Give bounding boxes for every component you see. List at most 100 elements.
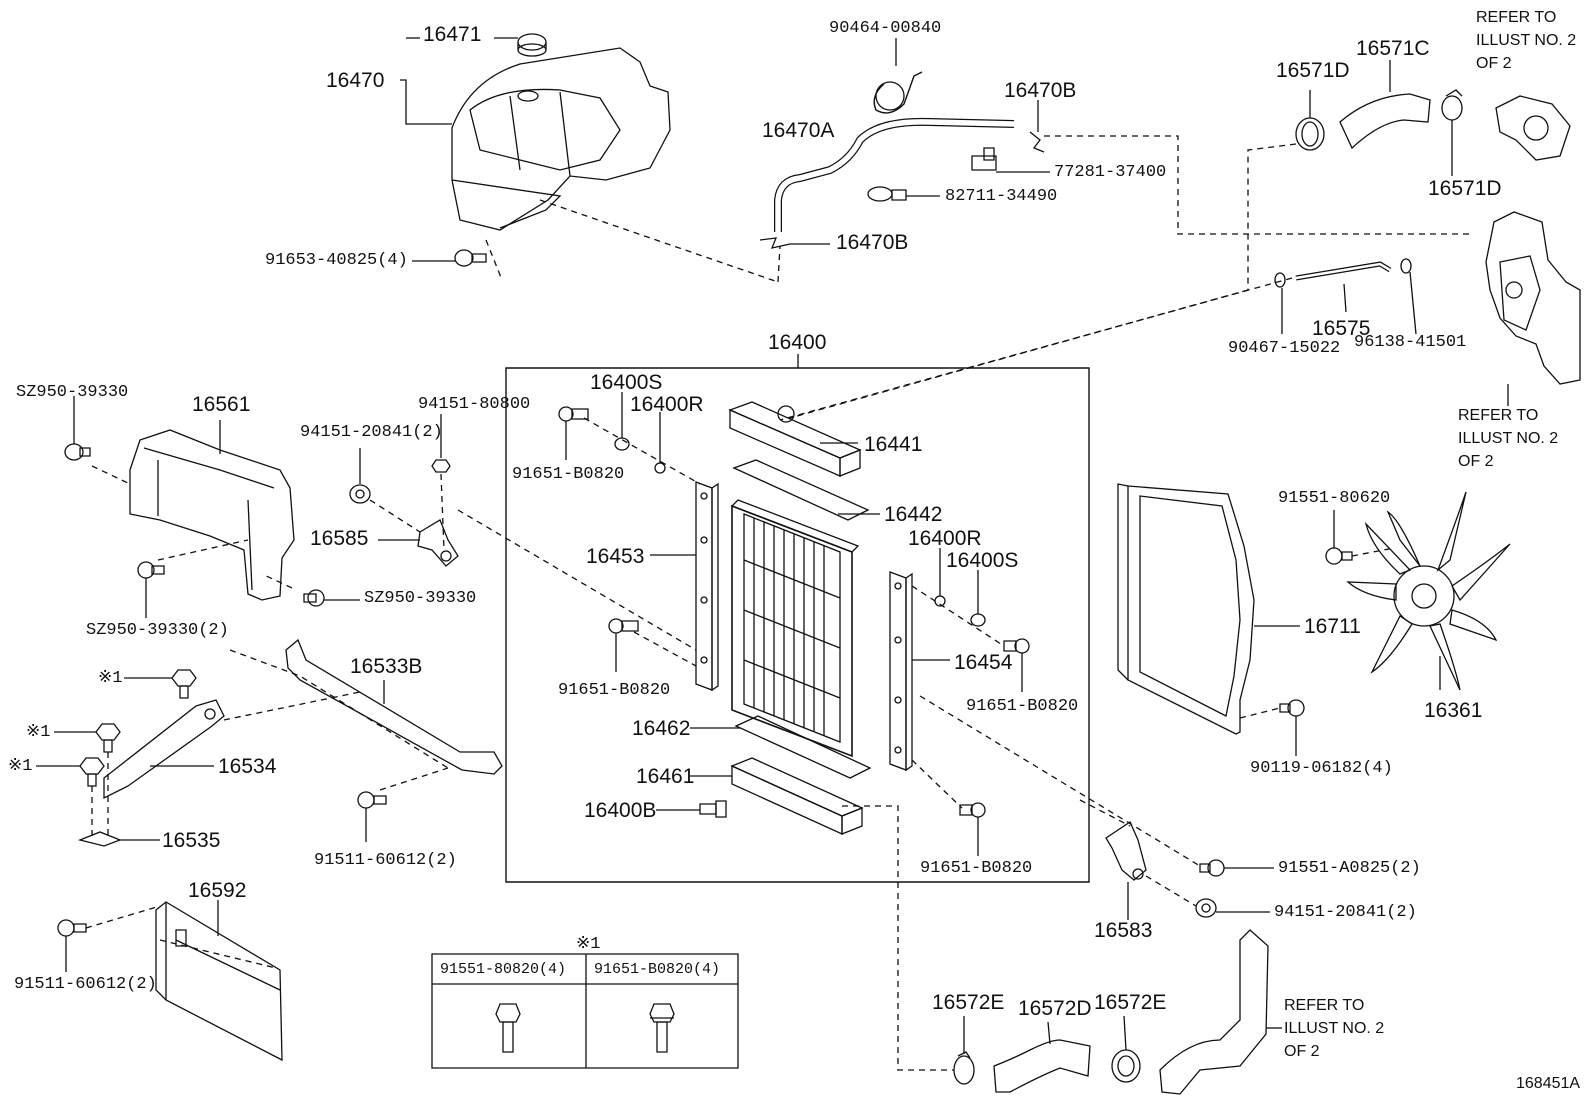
label-91511-60612-b: 91511-60612(2) <box>14 975 157 994</box>
label-16461: 16461 <box>636 765 695 788</box>
water-inlet-housing <box>1486 212 1580 384</box>
note-bolt-a <box>496 1004 520 1052</box>
label-82711-34490: 82711-34490 <box>945 187 1058 206</box>
label-94151-80800: 94151-80800 <box>418 395 531 414</box>
clamp-16571D-b <box>1442 90 1462 120</box>
clamp-16470B-a <box>1030 132 1044 152</box>
bracket-16583 <box>1106 822 1146 880</box>
hose-16572D <box>994 1040 1090 1092</box>
label-sz950-39330-c: SZ950-39330(2) <box>86 621 229 640</box>
shield-16592 <box>156 902 282 1060</box>
refer-note-top: REFER TO ILLUST NO. 2 OF 2 <box>1476 9 1577 72</box>
bolt-91653-40825 <box>455 250 486 266</box>
lower-tank-16461 <box>732 758 862 834</box>
label-16571C: 16571C <box>1356 37 1430 60</box>
label-91651-b0820-a: 91651-B0820 <box>512 465 625 484</box>
label-16533B: 16533B <box>350 655 423 678</box>
label-16585: 16585 <box>310 527 369 550</box>
bolt-91511-60612-a <box>358 792 386 808</box>
gasket-16462 <box>736 716 870 778</box>
label-16711: 16711 <box>1304 615 1361 638</box>
label-91511-60612-a: 91511-60612(2) <box>314 851 457 870</box>
bolt-91651-b0820-b <box>609 619 638 633</box>
fan-shroud-16711 <box>1118 484 1254 734</box>
label-16453: 16453 <box>586 545 645 568</box>
label-16400S-a: 16400S <box>590 371 663 394</box>
label-91551-a0825: 91551-A0825(2) <box>1278 859 1421 878</box>
label-16462: 16462 <box>632 717 691 740</box>
leader-16470 <box>400 80 452 124</box>
ring-16400R-a <box>655 463 665 473</box>
drain-plug-16400B <box>700 801 726 817</box>
nut-94151-20841-c <box>1196 899 1216 917</box>
refer-note-bottom: REFER TO ILLUST NO. 2 OF 2 <box>1284 997 1385 1060</box>
label-16470A: 16470A <box>762 119 835 142</box>
label-91651-b0820-d: 91651-B0820 <box>920 859 1033 878</box>
clip-96138 <box>1401 259 1411 273</box>
bolt-90119 <box>1280 700 1304 716</box>
bolt-91651-b0820-d <box>960 803 985 817</box>
side-plate-16454 <box>890 572 912 770</box>
label-16583: 16583 <box>1094 919 1153 942</box>
label-16441: 16441 <box>864 433 923 456</box>
label-16534: 16534 <box>218 755 277 778</box>
radiator-core <box>732 500 858 756</box>
label-sz950-39330-a: SZ950-39330 <box>16 383 129 402</box>
label-16470B-b: 16470B <box>836 231 909 254</box>
nut-94151-80800 <box>432 460 450 472</box>
outlet-pipe <box>1496 96 1570 160</box>
label-16400R-a: 16400R <box>630 393 704 416</box>
label-90464-00840: 90464-00840 <box>829 19 942 38</box>
label-94151-20841-c: 94151-20841(2) <box>1274 903 1417 922</box>
label-91651-b0820-c: 91651-B0820 <box>966 697 1079 716</box>
note-table-col-b: 91651-B0820(4) <box>594 961 721 978</box>
label-16571D-b: 16571D <box>1428 177 1502 200</box>
bolt-note-1-a <box>172 670 196 698</box>
label-16442: 16442 <box>884 503 943 526</box>
label-16561: 16561 <box>192 393 251 416</box>
clip-sz950-b <box>304 590 324 606</box>
label-16535: 16535 <box>162 829 221 852</box>
label-91651-b0820-b: 91651-B0820 <box>558 681 671 700</box>
nut-94151-20841 <box>350 485 370 503</box>
upper-tank-16441 <box>730 402 860 476</box>
hose-lower-radiator <box>1160 930 1268 1094</box>
shroud-16561 <box>130 430 294 600</box>
bracket-16534 <box>104 700 224 798</box>
note-marker-b: ※1 <box>26 723 51 742</box>
label-sz950-39330-b: SZ950-39330 <box>364 589 477 608</box>
bracket-16585 <box>418 520 458 566</box>
clip-sz950-c <box>138 562 164 578</box>
cap-16471 <box>518 34 546 56</box>
label-16592: 16592 <box>188 879 247 902</box>
note-marker-c: ※1 <box>8 757 33 776</box>
note-table <box>432 954 738 1068</box>
clamp-16572E-a <box>954 1052 974 1084</box>
reservoir-16470 <box>452 48 670 230</box>
bolt-note-1-b <box>96 724 120 752</box>
bolt-91511-60612-b <box>58 920 86 936</box>
label-96138-41501: 96138-41501 <box>1354 333 1467 352</box>
label-77281-37400: 77281-37400 <box>1054 163 1167 182</box>
label-90467-15022: 90467-15022 <box>1228 339 1341 358</box>
bolt-91551-a0825 <box>1200 860 1224 876</box>
cushion-16400S-c <box>971 614 985 626</box>
label-16572E-a: 16572E <box>932 991 1005 1014</box>
clamp-16571D-a <box>1296 118 1324 150</box>
fan-16361 <box>1348 492 1510 690</box>
label-16361: 16361 <box>1424 699 1483 722</box>
label-16471: 16471 <box>423 23 482 46</box>
label-91551-80620: 91551-80620 <box>1278 489 1391 508</box>
bolt-91551-80620 <box>1326 548 1352 564</box>
clamp-16470B-b <box>760 238 790 248</box>
bolt-91651-b0820-a <box>559 407 588 421</box>
clip-90467 <box>1275 273 1285 287</box>
note-table-marker: ※1 <box>576 935 601 954</box>
illustration-code: 168451A <box>1516 1075 1581 1092</box>
label-16470B-a: 16470B <box>1004 79 1077 102</box>
note-table-col-a: 91551-80820(4) <box>440 961 567 978</box>
clip-sz950-a <box>65 444 90 460</box>
hose-16571C <box>1340 94 1430 148</box>
